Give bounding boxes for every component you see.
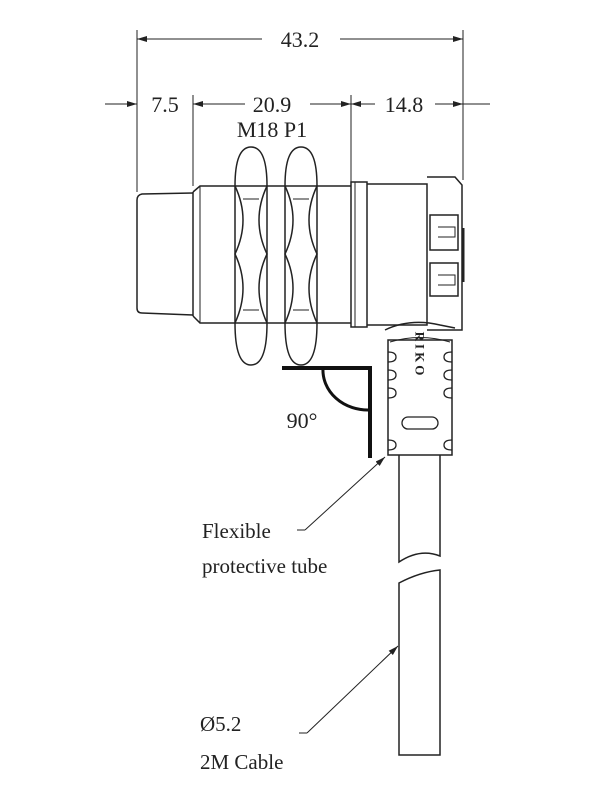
angle-label: 90° (287, 408, 318, 433)
dimension-label-thread: 20.9 (253, 92, 292, 117)
thread-spec-label: M18 P1 (237, 117, 307, 142)
flexible-protective-tube: RIKO (384, 321, 456, 456)
hex-nut (284, 146, 318, 366)
callout-cable-line2: 2M Cable (200, 750, 283, 774)
dimension-label-overall: 43.2 (281, 27, 320, 52)
callout-tube-line2: protective tube (202, 554, 327, 578)
callout-cable-line1: Ø5.2 (200, 712, 241, 736)
callout-tube-line1: Flexible (202, 519, 271, 543)
cable (398, 455, 441, 756)
sensor-body (136, 146, 465, 366)
hex-nut (234, 146, 268, 366)
dimension-overall: 43.2 (137, 27, 463, 52)
callout-cable: Ø5.2 2M Cable (200, 645, 399, 774)
dimension-label-front: 7.5 (151, 92, 179, 117)
angle-indicator: 90° (282, 366, 372, 458)
callout-tube: Flexible protective tube (202, 456, 386, 578)
extension-lines (136, 30, 464, 192)
dimension-row: 7.5 20.9 14.8 (105, 92, 490, 117)
brand-mark: RIKO (413, 332, 428, 379)
dimension-label-rear: 14.8 (385, 92, 424, 117)
